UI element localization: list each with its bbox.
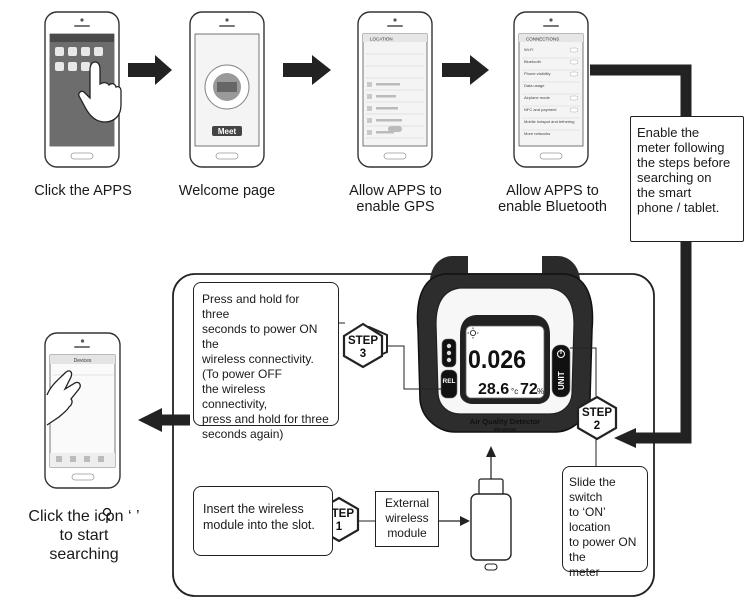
bt-item-6: NFC and payment [524,107,557,112]
rel-button-label: REL [443,378,456,385]
step3-line-6: press and hold for three [202,412,329,426]
arrow-2 [283,55,331,85]
model-name: MS-WAQD [494,427,517,432]
search-key-icon [102,507,112,523]
caption-click-apps: Click the APPS [34,183,132,199]
caption-gps-line-1: Allow APPS to [349,183,442,199]
enable-note-box: Enable the meter following the steps bef… [630,116,744,242]
enable-note-line-3: the steps before [637,155,731,170]
step3-line-5: the wireless connectivity, [202,382,268,411]
phone-gps: LOCATION [357,11,433,168]
enable-note-line-4: searching on [637,170,712,185]
bt-item-8: More networks [524,131,550,136]
phone-search: Devices [44,332,121,489]
step1-text: Insert the wireless module into the slot… [203,501,323,533]
step2-label-b: 2 [594,420,600,432]
bt-header-text: CONNECTIONS [526,37,559,42]
bt-item-1: Wi-Fi [524,47,533,52]
step3-text: Press and hold for three seconds to powe… [202,292,330,442]
caption-welcome: Welcome page [178,183,276,199]
bt-item-3: Phone visibility [524,71,550,76]
step2-line-3: to power ON the [569,535,637,564]
phone-apps [44,11,122,168]
step3-label-b: 3 [360,348,366,360]
wireless-module [470,478,512,571]
enable-note-line-6: phone / tablet. [637,200,720,215]
step1-line-2: module into the slot. [203,518,315,532]
external-module-box: External wireless module [375,491,439,547]
enable-note-line-2: meter following [637,140,725,155]
search-screen-title: Devices [74,358,92,364]
external-module-line-3: module [387,526,427,540]
product-name: Air Quality Detector [470,417,541,426]
external-module-line-2: wireless [385,511,429,525]
external-arrow-right [439,516,470,526]
caption-gps-line-2: enable GPS [356,199,435,215]
left-buttons: REL [440,338,458,399]
caption-click-icon: Click the icon ‘ ’ to start searching [0,507,168,564]
step3-line-3: wireless connectivity. [202,352,314,366]
unit-button-label: UNIT [557,371,566,390]
caption-gps: Allow APPS to enable GPS [338,183,453,215]
unit-button: UNIT [551,344,571,398]
step2-line-2: to ‘ON’ location [569,505,611,534]
click-icon-line-3: searching [49,546,119,563]
bt-item-4: Data usage [524,83,545,88]
external-module-line-1: External [384,496,430,510]
step3-line-4: (To power OFF [202,367,283,381]
arrow-to-search-phone [138,408,190,432]
enable-note-line-5: the smart [637,185,692,200]
air-quality-meter: 0.026 28.6 °c 72 % REL UNIT Air Quality … [416,256,594,433]
step2-text: Slide the switch to ‘ON’ location to pow… [569,475,641,580]
bt-item-2: Bluetooth [524,59,541,64]
leader-lines [338,322,597,522]
step3-label-a: STEP [348,335,378,347]
gps-header-text: LOCATION [370,37,393,42]
arrow-1 [128,55,172,85]
step1-line-1: Insert the wireless [203,502,304,516]
caption-bt-line-1: Allow APPS to [506,183,599,199]
external-module-text: External wireless module [378,496,436,541]
step3-line-1: Press and hold for three [202,292,300,321]
arrow-3 [442,55,489,85]
reading-main: 0.026 [468,346,526,374]
enable-note-text: Enable the meter following the steps bef… [637,125,737,215]
step3-line-2: seconds to power ON the [202,322,318,351]
step3-line-7: seconds again) [202,427,284,441]
step3-badge [342,322,388,369]
bt-item-7: Mobile hotspot and tethering [524,119,574,124]
click-icon-line-1: Click the icon ‘ ’ [28,508,140,525]
phone-welcome: Meet [189,11,265,168]
connector-arrow [590,64,692,448]
procedure-panel [172,273,655,597]
bt-item-5: Airplane mode [524,95,551,100]
module-arrow-up [486,446,496,480]
reading-hum: 72 [520,381,538,398]
step2-box: Slide the switch to ‘ON’ location to pow… [562,466,648,579]
enable-note-line-1: Enable the [637,125,700,140]
welcome-logo-text: Meet [218,127,237,136]
step1-label-b: 1 [336,521,343,533]
step1-box: Insert the wireless module into the slot… [193,486,333,556]
hum-unit: % [537,387,544,396]
step2-label-a: STEP [582,407,612,419]
step2-badge [576,395,618,441]
reading-temp: 28.6 [478,381,509,398]
step2-line-4: meter [569,565,600,579]
step3-box: Press and hold for three seconds to powe… [193,282,339,441]
temp-unit: °c [511,387,518,396]
caption-bluetooth: Allow APPS to enable Bluetooth [490,183,615,215]
click-icon-line-2: to start [59,527,109,544]
step2-line-1: Slide the switch [569,475,616,504]
caption-bt-line-2: enable Bluetooth [498,199,607,215]
